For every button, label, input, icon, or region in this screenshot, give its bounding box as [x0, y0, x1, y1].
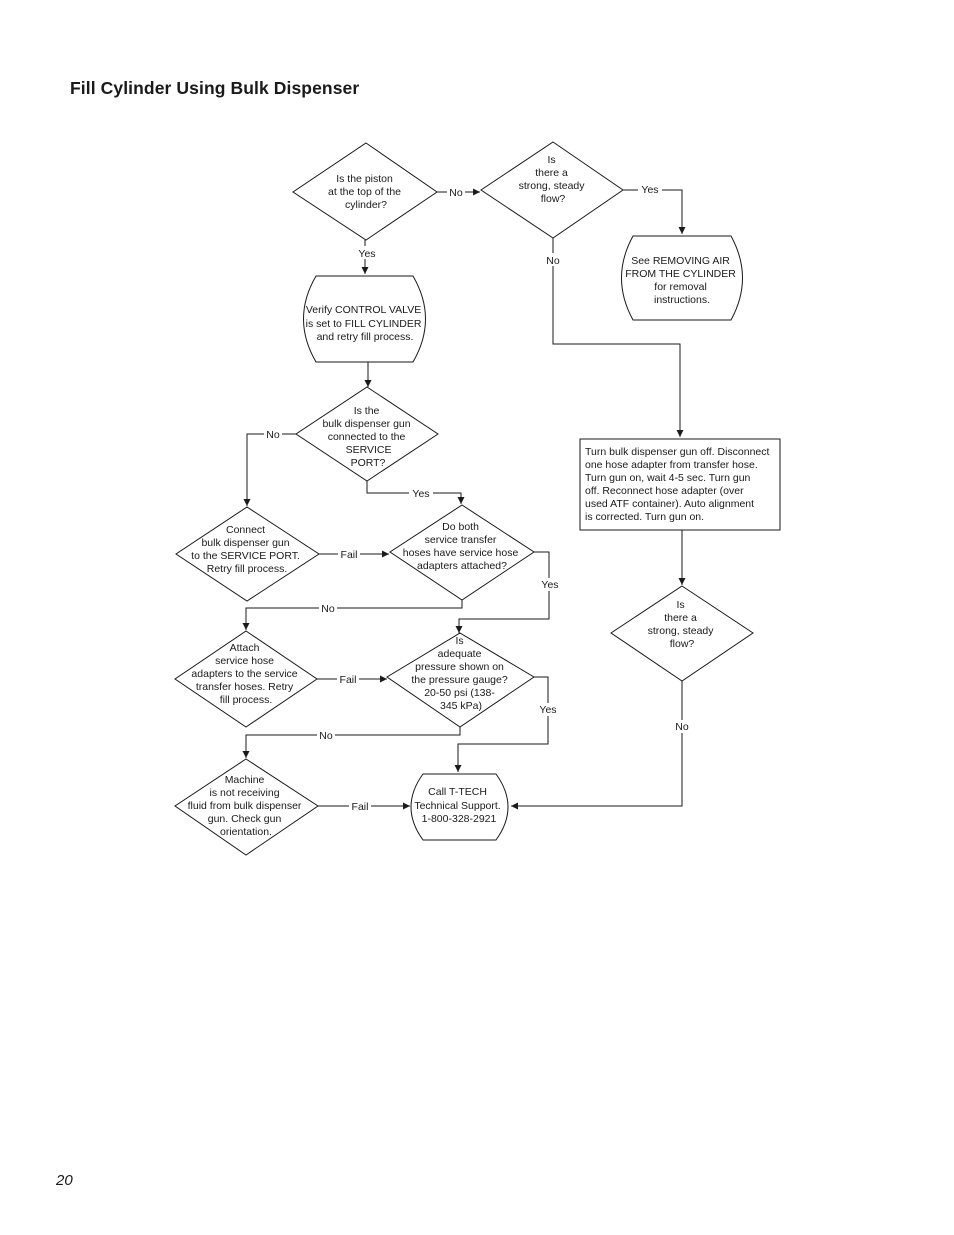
node-not-receiving-text: Machine is not receiving fluid from bulk…	[188, 774, 305, 838]
terminal-call-ttech	[410, 773, 509, 841]
edge-pressure-no-mask	[317, 729, 335, 742]
edge-gun-no-label: No	[266, 429, 280, 441]
edge-receiving-fail-mask	[349, 800, 371, 813]
node-gun-connected-text: Is the bulk dispenser gun connected to t…	[322, 405, 413, 469]
decision-strong-flow-1	[480, 141, 624, 239]
edge-pressure-yes-mask	[536, 703, 560, 716]
decision-adapters-attached	[389, 504, 535, 601]
edge-flow1-yes-label: Yes	[641, 184, 658, 196]
node-attach-adapters-text: Attach service hose adapters to the serv…	[191, 642, 300, 706]
edge-connect-fail-mask	[338, 548, 360, 561]
edge-flow1-no-label: No	[546, 255, 560, 267]
node-strong-flow-2-text: Is there a strong, steady flow?	[648, 599, 717, 650]
edge-adapters-yes-label: Yes	[541, 579, 558, 591]
edge-adapters-no-label: No	[321, 603, 335, 615]
edge-piston-yes-label: Yes	[358, 248, 375, 260]
edge-pressure-no-line	[242, 727, 461, 758]
node-strong-flow-1-text: Is there a strong, steady flow?	[519, 154, 588, 205]
node-removing-air-text: See REMOVING AIR FROM THE CYLINDER for r…	[625, 255, 739, 306]
edge-flow2-no-mask	[673, 720, 691, 733]
decision-piston-top	[292, 142, 438, 241]
edge-gun-yes-label: Yes	[412, 488, 429, 500]
node-connect-gun-text: Connect bulk dispenser gun to the SERVIC…	[191, 524, 303, 575]
terminal-verify-valve	[303, 275, 426, 363]
node-pressure-gauge-text: Is adequate pressure shown on the pressu…	[411, 635, 510, 712]
edge-pressure-no-label: No	[319, 730, 333, 742]
edge-adapters-yes-mask	[538, 578, 562, 591]
edge-piston-yes-mask	[355, 246, 379, 259]
edge-pressure-yes-line	[454, 676, 549, 772]
node-labels: Is the piston at the top of the cylinder…	[188, 154, 772, 838]
decision-gun-connected	[295, 386, 439, 482]
edge-flow2-no-label: No	[675, 721, 689, 733]
node-call-ttech-text: Call T-TECH Technical Support. 1-800-328…	[414, 786, 503, 825]
decision-pressure-gauge	[386, 632, 535, 728]
edge-adapters-yes-line	[455, 551, 550, 633]
edge-pressure-yes-label: Yes	[539, 704, 556, 716]
edge-gun-no-mask	[264, 428, 282, 441]
edge-attach-fail-label: Fail	[340, 674, 357, 686]
terminal-removing-air	[621, 235, 743, 321]
shapes	[174, 141, 781, 856]
page-number: 20	[56, 1172, 73, 1189]
edge-labels: No Yes Yes No No Yes Fail Yes No Fail Ye…	[264, 183, 691, 813]
edge-piston-no-label: No	[449, 187, 463, 199]
edge-adapters-no-mask	[319, 602, 337, 615]
edge-flow1-no-line	[552, 238, 684, 437]
node-adapters-attached-text: Do both service transfer hoses have serv…	[403, 521, 522, 572]
node-verify-valve-text: Verify CONTROL VALVE is set to FILL CYLI…	[306, 304, 425, 343]
edge-flow1-yes-line	[623, 189, 686, 234]
edge-flow1-yes-mask	[638, 183, 662, 196]
decision-not-receiving	[174, 758, 319, 856]
edge-attach-fail-mask	[337, 673, 359, 686]
edge-gun-no-line	[243, 433, 296, 506]
node-turn-gun-off-text: Turn bulk dispenser gun off. Disconnect …	[585, 446, 772, 523]
edge-gun-yes-mask	[409, 487, 433, 500]
decision-attach-adapters	[174, 630, 318, 728]
node-piston-top-text: Is the piston at the top of the cylinder…	[328, 173, 404, 211]
decision-connect-gun	[175, 506, 320, 602]
page-title: Fill Cylinder Using Bulk Dispenser	[70, 78, 360, 98]
connectors	[242, 188, 686, 810]
edge-piston-no-mask	[447, 185, 465, 198]
edge-adapters-no-line	[242, 600, 463, 630]
edge-receiving-fail-label: Fail	[352, 801, 369, 813]
edge-connect-fail-label: Fail	[341, 549, 358, 561]
edge-flow1-no-mask	[544, 253, 562, 266]
decision-strong-flow-2	[610, 585, 754, 682]
process-turn-gun-off	[579, 438, 781, 531]
